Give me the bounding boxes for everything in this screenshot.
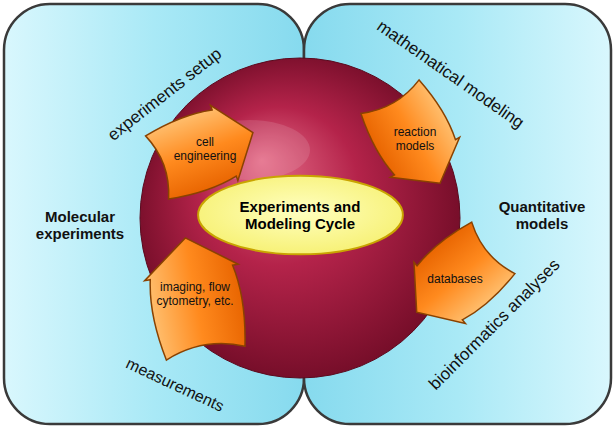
arrow-fill: [355, 77, 474, 204]
panel-heading: Quantitative models: [480, 198, 605, 233]
arrow-label: imaging, flow cytometry, etc.: [148, 281, 243, 309]
panel-text-holder: Quantitative models: [480, 198, 605, 233]
cycle-center-ellipse: Experiments and Modeling Cycle: [196, 174, 405, 256]
arrow-label: cell engineering: [165, 136, 245, 164]
cycle-arrow: cell engineering: [154, 110, 256, 190]
cycle-arrow: databases: [405, 240, 505, 320]
cycle-stage-label: measurements: [123, 355, 226, 416]
panel-text-holder: Molecular experiments: [18, 208, 143, 243]
cycle-title: Experiments and Modeling Cycle: [218, 198, 383, 233]
ellipse-fill: [198, 176, 403, 255]
cycle-arrow: imaging, flow cytometry, etc.: [137, 248, 254, 343]
panel-heading: Molecular experiments: [18, 208, 143, 243]
cycle-arrow: reaction models: [365, 100, 465, 180]
arrow-fill: [138, 229, 252, 361]
arrow-label: reaction models: [380, 126, 450, 154]
arrow-label: databases: [427, 273, 482, 287]
